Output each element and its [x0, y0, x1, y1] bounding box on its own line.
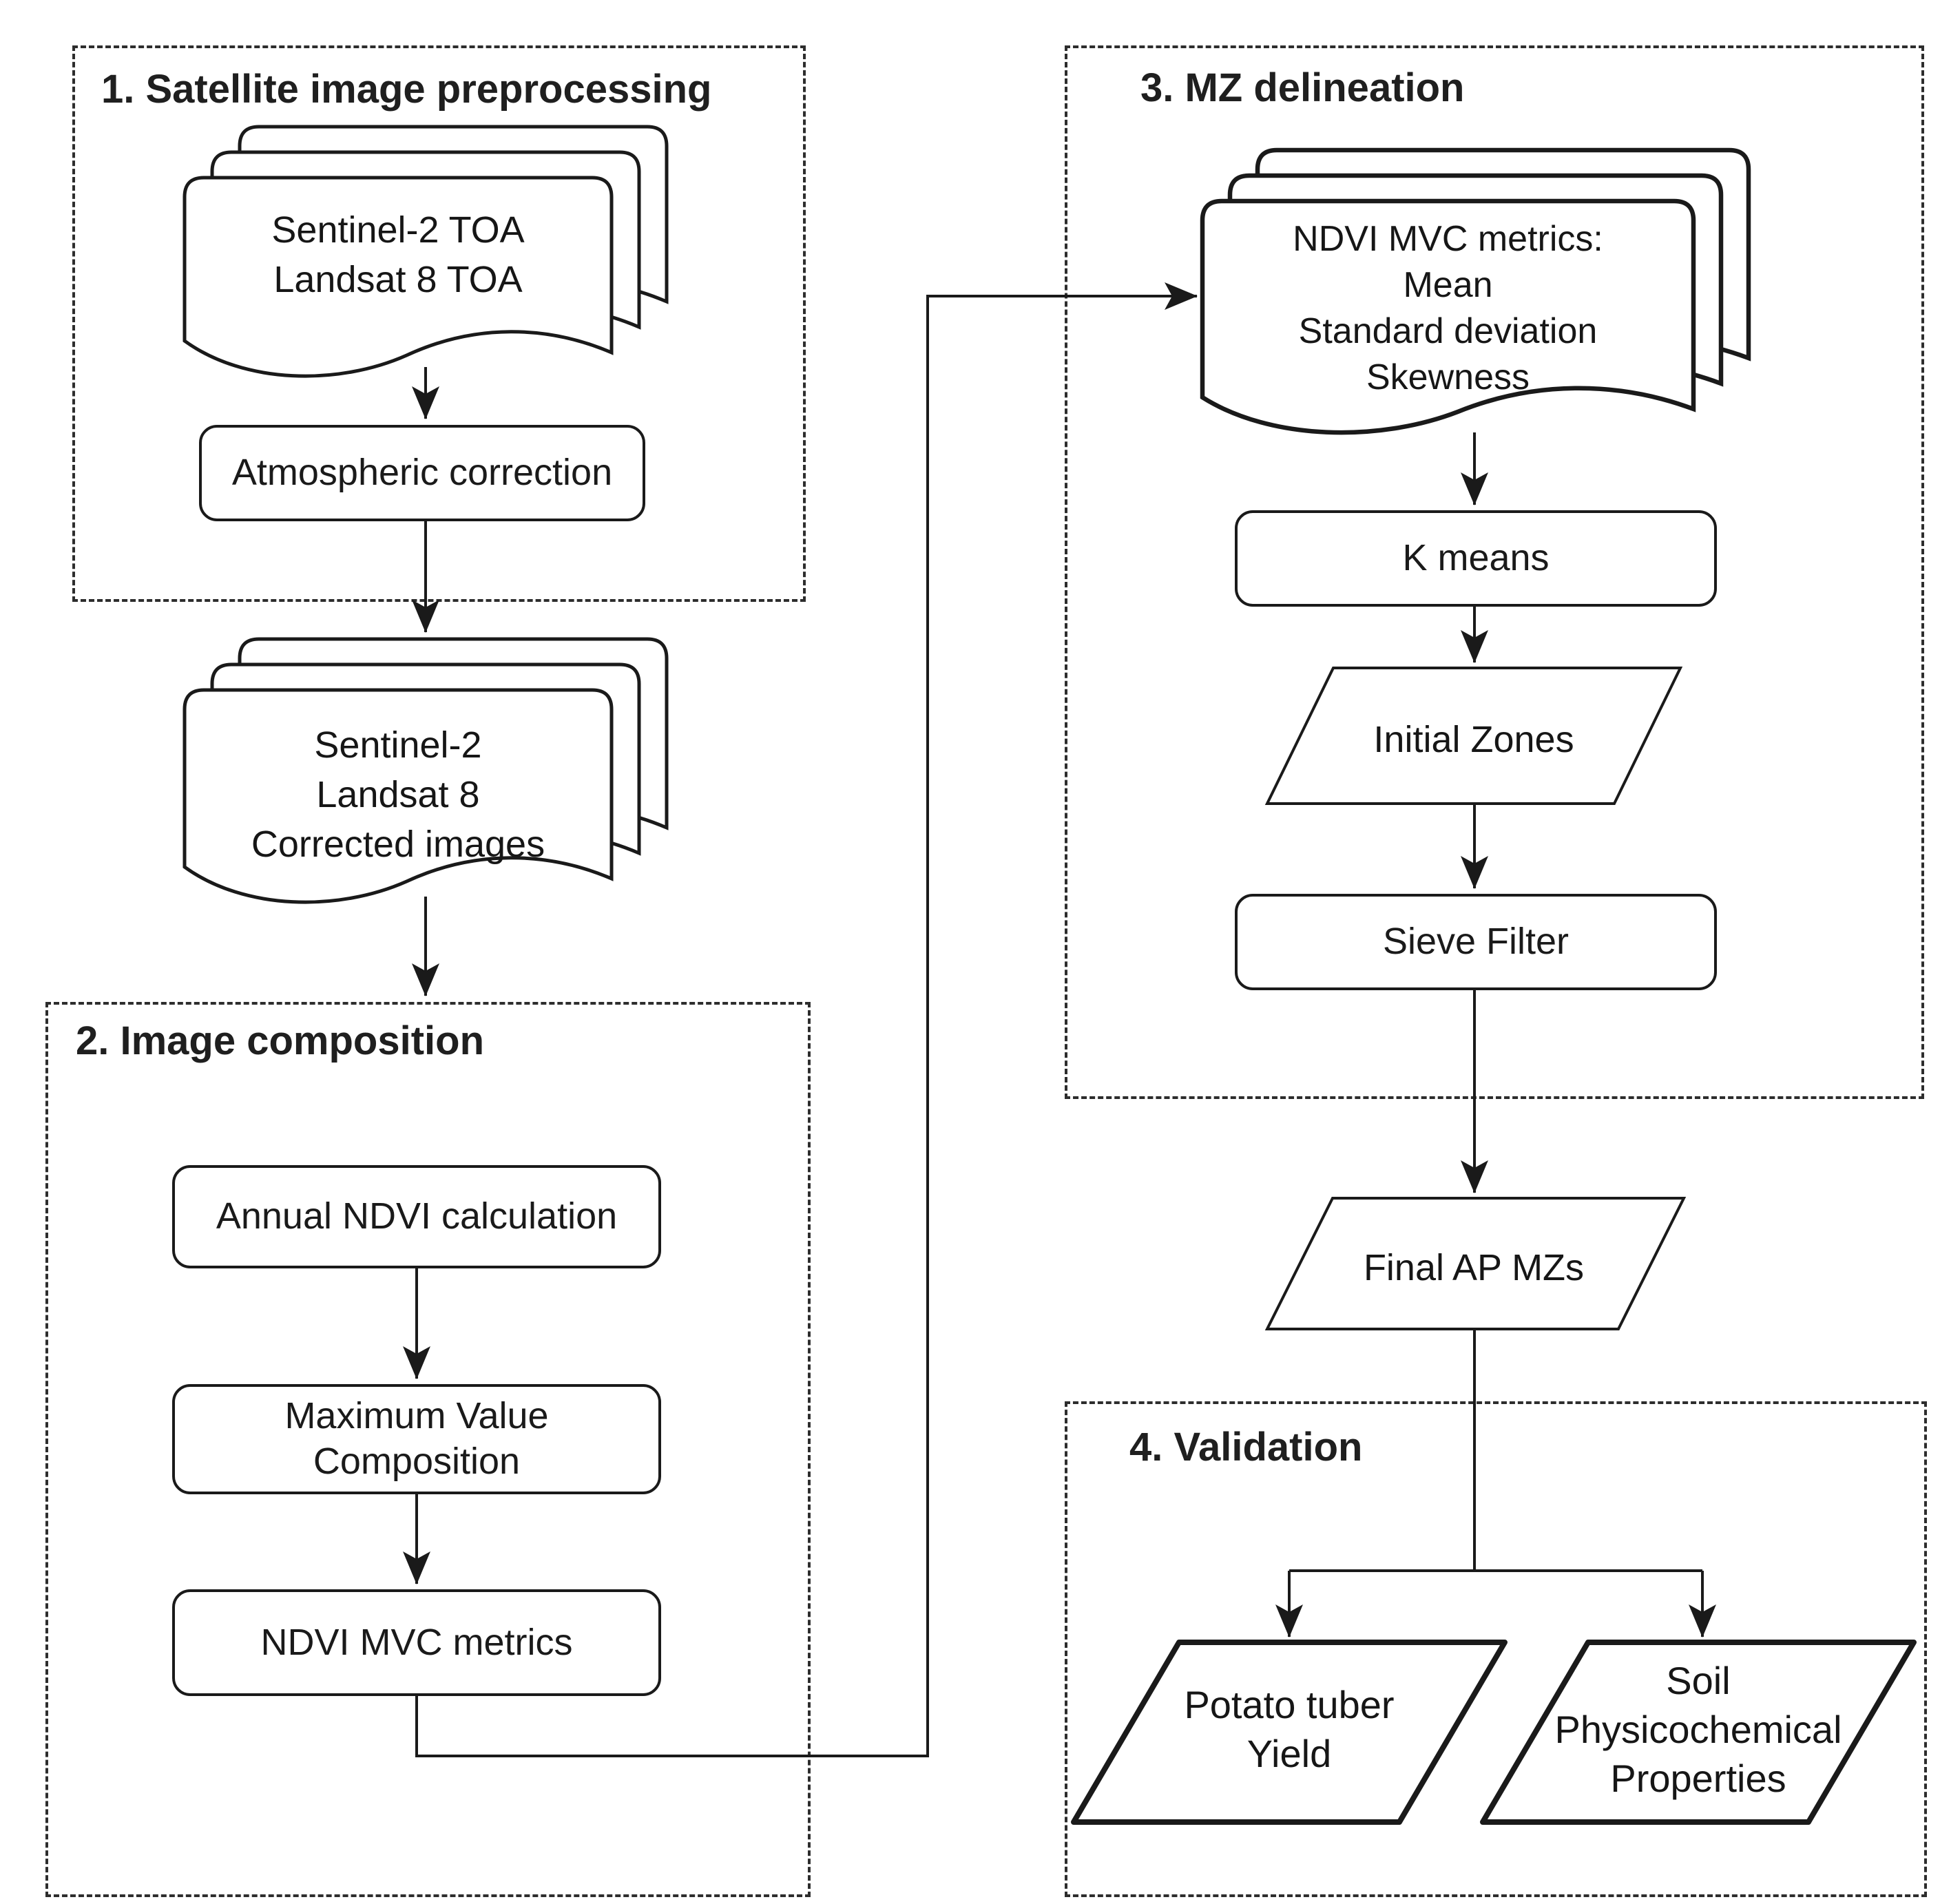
process-label: NDVI MVC metrics: [260, 1621, 573, 1663]
process-k-means: K means: [1235, 510, 1717, 607]
document-label-line: NDVI MVC metrics:: [1293, 219, 1603, 259]
process-annual-ndvi-calculation: Annual NDVI calculation: [172, 1165, 661, 1268]
document-label-line: Landsat 8 TOA: [273, 259, 523, 300]
document-stack-corrected-images-label: Sentinel-2 Landsat 8 Corrected images: [185, 720, 612, 869]
document-page-front: [1200, 198, 1696, 435]
section-title-image-composition: 2. Image composition: [76, 1018, 484, 1063]
process-label: Annual NDVI calculation: [216, 1195, 618, 1237]
document-label-line: Sentinel-2 TOA: [271, 209, 525, 251]
process-ndvi-mvc-metrics: NDVI MVC metrics: [172, 1589, 661, 1696]
document-stack-ndvi-mvc-metrics: [1200, 147, 1751, 435]
process-label: Atmospheric correction: [231, 452, 613, 494]
data-label-soil-properties: Soil Physicochemical Properties: [1492, 1656, 1905, 1803]
document-stack-corrected-images: [182, 637, 669, 904]
document-stack-input-images-label: Sentinel-2 TOA Landsat 8 TOA: [185, 205, 612, 304]
data-shape-soil-properties: [1480, 1640, 1917, 1825]
document-label-line: Sentinel-2: [314, 724, 482, 766]
process-sieve-filter: Sieve Filter: [1235, 894, 1717, 990]
process-label: Sieve Filter: [1382, 921, 1569, 963]
section-title-mz-delineation: 3. MZ delineation: [1140, 65, 1465, 110]
data-label-line: Properties: [1610, 1757, 1786, 1800]
data-label-line: Final AP MZs: [1363, 1247, 1585, 1288]
document-label-line: Corrected images: [251, 824, 545, 865]
document-label-line: Skewness: [1366, 357, 1530, 397]
document-page-front: [182, 688, 614, 904]
section-validation: [1065, 1401, 1927, 1897]
document-page-front: [182, 176, 614, 378]
data-label-line: Yield: [1247, 1732, 1332, 1775]
process-label-line: Maximum Value: [284, 1395, 549, 1437]
connector-arrows: [403, 282, 1716, 1757]
data-label-line: Soil: [1666, 1659, 1731, 1702]
section-title-satellite-image-preprocessing: 1. Satellite image preprocessing: [101, 67, 712, 112]
section-title-validation: 4. Validation: [1129, 1425, 1363, 1469]
process-maximum-value-composition: Maximum Value Composition: [172, 1384, 661, 1494]
data-label-initial-zones: Initial Zones: [1267, 715, 1680, 764]
document-label-line: Standard deviation: [1298, 311, 1598, 351]
process-atmospheric-correction: Atmospheric correction: [199, 425, 645, 521]
connector-metrics-to-metrics-stack: [415, 282, 1198, 1757]
data-label-line: Initial Zones: [1373, 719, 1574, 760]
section-image-composition: [45, 1002, 811, 1897]
data-label-line: Potato tuber: [1184, 1683, 1395, 1726]
document-label-line: Mean: [1403, 265, 1493, 305]
process-label: K means: [1402, 537, 1550, 579]
data-label-final-ap-mzs: Final AP MZs: [1267, 1243, 1680, 1293]
document-stack-ndvi-mvc-metrics-label: NDVI MVC metrics: Mean Standard deviatio…: [1202, 216, 1693, 401]
section-mz-delineation: [1065, 45, 1924, 1099]
data-shape-initial-zones: [1264, 667, 1683, 805]
process-label-line: Composition: [313, 1441, 521, 1482]
document-label-line: Landsat 8: [316, 774, 480, 815]
document-stack-input-images: [182, 125, 669, 378]
data-label-line: Physicochemical: [1554, 1708, 1842, 1751]
data-shape-potato-tuber-yield: [1071, 1640, 1508, 1825]
data-shape-final-ap-mzs: [1264, 1197, 1687, 1330]
data-label-potato-tuber-yield: Potato tuber Yield: [1083, 1680, 1496, 1778]
